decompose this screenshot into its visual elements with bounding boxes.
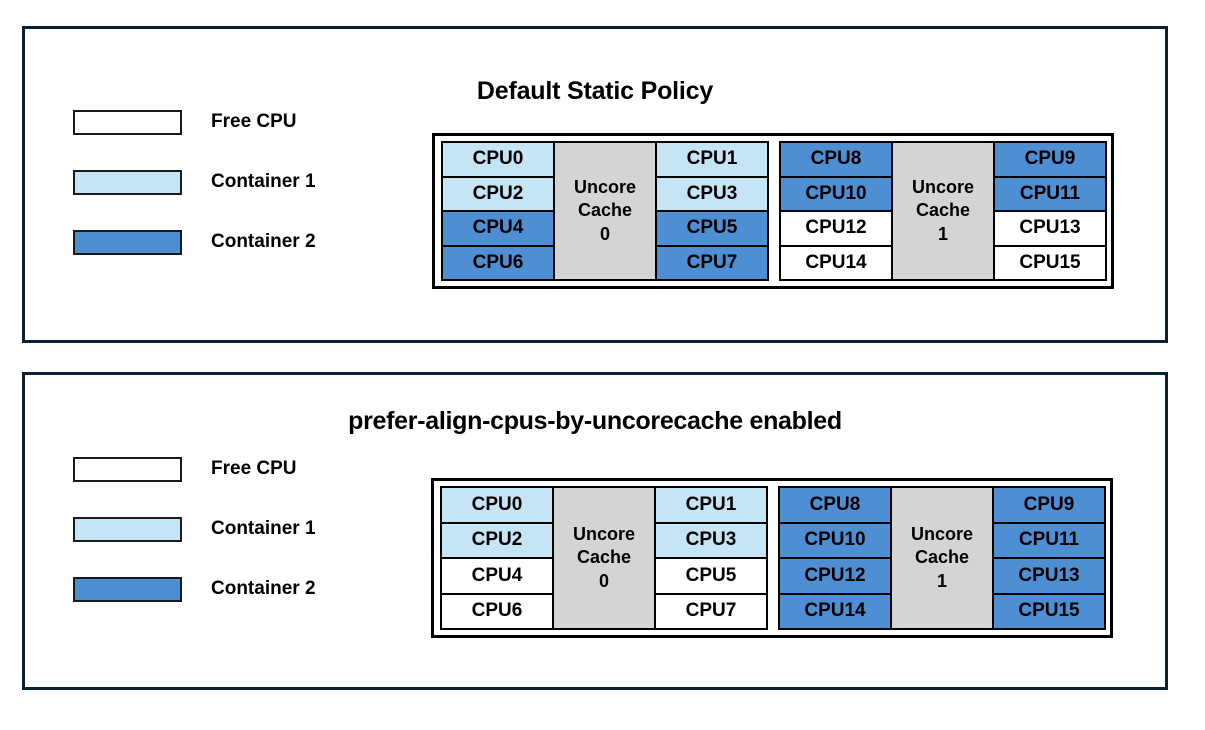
cpu-cell: CPU9 <box>995 143 1105 178</box>
legend-label: Container 1 <box>211 518 316 539</box>
cpu-column-right: CPU9 CPU11 CPU13 CPU15 <box>995 143 1105 279</box>
cpu-cell: CPU11 <box>994 523 1104 559</box>
legend-item: Container 1 <box>73 514 316 544</box>
cpu-cell: CPU6 <box>442 594 552 628</box>
cpu-topology-grid: CPU0 CPU2 CPU4 CPU6 Uncore Cache 0 CPU1 … <box>431 478 1113 638</box>
uncore-cache-label: Uncore Cache 1 <box>912 176 974 245</box>
legend-item: Container 1 <box>73 167 316 197</box>
uncore-cache-group-1: CPU8 CPU10 CPU12 CPU14 Uncore Cache 1 CP… <box>779 141 1107 281</box>
cpu-cell: CPU11 <box>995 177 1105 212</box>
cpu-cell: CPU13 <box>995 212 1105 247</box>
cpu-cell: CPU14 <box>780 594 890 628</box>
legend-label: Container 2 <box>211 578 316 599</box>
cpu-cell: CPU15 <box>994 594 1104 628</box>
uncore-cache-line1: Uncore <box>572 524 635 545</box>
cpu-cell: CPU5 <box>657 212 767 247</box>
cpu-cell: CPU0 <box>442 488 552 524</box>
cpu-cell: CPU5 <box>656 559 766 595</box>
cpu-column-right: CPU9 CPU11 CPU13 CPU15 <box>994 488 1104 628</box>
legend-label: Free CPU <box>211 111 297 132</box>
legend-swatch-container-1 <box>73 516 182 542</box>
cpu-cell: CPU4 <box>442 559 552 595</box>
cpu-topology-grid: CPU0 CPU2 CPU4 CPU6 Uncore Cache 0 CPU1 … <box>432 133 1114 289</box>
cpu-cell: CPU10 <box>780 523 890 559</box>
legend-item: Container 2 <box>73 227 316 257</box>
legend-swatch-container-2 <box>73 229 182 255</box>
uncore-cache-index: 0 <box>599 223 610 244</box>
uncore-cache-cell: Uncore Cache 1 <box>891 143 995 279</box>
cpu-column-left: CPU0 CPU2 CPU4 CPU6 <box>442 488 552 628</box>
cpu-cell: CPU2 <box>443 177 553 212</box>
uncore-cache-cell: Uncore Cache 0 <box>552 488 656 628</box>
uncore-cache-line1: Uncore <box>910 524 973 545</box>
cpu-cell: CPU12 <box>781 212 891 247</box>
uncore-cache-cell: Uncore Cache 1 <box>890 488 994 628</box>
cpu-column-left: CPU8 CPU10 CPU12 CPU14 <box>781 143 891 279</box>
uncore-cache-label: Uncore Cache 0 <box>574 176 636 245</box>
legend-label: Container 2 <box>211 231 316 252</box>
cpu-cell: CPU8 <box>780 488 890 524</box>
cpu-cell: CPU3 <box>657 177 767 212</box>
uncore-cache-label: Uncore Cache 0 <box>573 523 635 592</box>
cpu-cell: CPU12 <box>780 559 890 595</box>
uncore-cache-group-1: CPU8 CPU10 CPU12 CPU14 Uncore Cache 1 CP… <box>778 486 1106 630</box>
uncore-cache-index: 1 <box>937 223 948 244</box>
legend-item: Free CPU <box>73 107 316 137</box>
cpu-cell: CPU7 <box>657 246 767 279</box>
uncore-cache-line2: Cache <box>576 547 631 568</box>
uncore-cache-line2: Cache <box>577 200 632 221</box>
diagram-panel-prefer-align-enabled: prefer-align-cpus-by-uncorecache enabled… <box>22 372 1168 690</box>
cpu-cell: CPU0 <box>443 143 553 178</box>
legend: Free CPU Container 1 Container 2 <box>73 107 316 257</box>
uncore-cache-line2: Cache <box>914 547 969 568</box>
uncore-cache-group-0: CPU0 CPU2 CPU4 CPU6 Uncore Cache 0 CPU1 … <box>441 141 769 281</box>
legend-label: Container 1 <box>211 171 316 192</box>
uncore-cache-line1: Uncore <box>911 177 974 198</box>
legend-swatch-container-1 <box>73 169 182 195</box>
legend-label: Free CPU <box>211 458 297 479</box>
cpu-cell: CPU8 <box>781 143 891 178</box>
cpu-cell: CPU13 <box>994 559 1104 595</box>
cpu-cell: CPU15 <box>995 246 1105 279</box>
legend: Free CPU Container 1 Container 2 <box>73 454 316 604</box>
page-title: Default Static Policy <box>476 77 714 105</box>
legend-swatch-free-cpu <box>73 456 182 482</box>
uncore-cache-cell: Uncore Cache 0 <box>553 143 657 279</box>
cpu-cell: CPU10 <box>781 177 891 212</box>
cpu-cell: CPU9 <box>994 488 1104 524</box>
cpu-column-right: CPU1 CPU3 CPU5 CPU7 <box>657 143 767 279</box>
legend-swatch-container-2 <box>73 576 182 602</box>
cpu-cell: CPU1 <box>657 143 767 178</box>
cpu-column-left: CPU0 CPU2 CPU4 CPU6 <box>443 143 553 279</box>
legend-swatch-free-cpu <box>73 109 182 135</box>
legend-item: Free CPU <box>73 454 316 484</box>
page-title: prefer-align-cpus-by-uncorecache enabled <box>348 407 842 435</box>
uncore-cache-line1: Uncore <box>573 177 636 198</box>
cpu-cell: CPU14 <box>781 246 891 279</box>
uncore-cache-index: 0 <box>598 570 609 591</box>
uncore-cache-label: Uncore Cache 1 <box>911 523 973 592</box>
cpu-cell: CPU4 <box>443 212 553 247</box>
cpu-column-right: CPU1 CPU3 CPU5 CPU7 <box>656 488 766 628</box>
cpu-cell: CPU3 <box>656 523 766 559</box>
cpu-cell: CPU2 <box>442 523 552 559</box>
cpu-column-left: CPU8 CPU10 CPU12 CPU14 <box>780 488 890 628</box>
cpu-cell: CPU1 <box>656 488 766 524</box>
cpu-cell: CPU6 <box>443 246 553 279</box>
uncore-cache-line2: Cache <box>915 200 970 221</box>
diagram-panel-default-static-policy: Default Static Policy Free CPU Container… <box>22 26 1168 343</box>
cpu-cell: CPU7 <box>656 594 766 628</box>
legend-item: Container 2 <box>73 574 316 604</box>
uncore-cache-group-0: CPU0 CPU2 CPU4 CPU6 Uncore Cache 0 CPU1 … <box>440 486 768 630</box>
uncore-cache-index: 1 <box>936 570 947 591</box>
